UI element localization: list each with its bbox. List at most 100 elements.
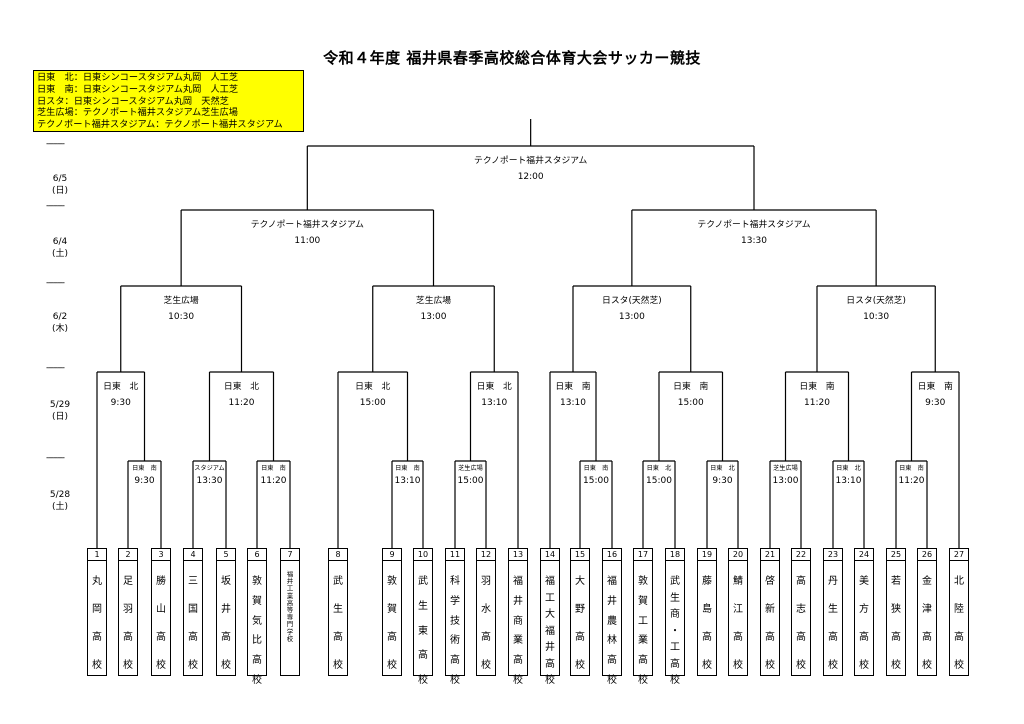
team-name: 福井工業高等専門学校 — [281, 561, 299, 683]
round-separator: -------- — [46, 201, 65, 211]
team-name-char: 高 — [828, 631, 838, 643]
team-name-char: 高 — [156, 631, 166, 643]
team-name-char: 高 — [221, 631, 231, 643]
team-name-char: 島 — [702, 603, 712, 615]
team-name-char: 山 — [156, 603, 166, 615]
match-venue: 日スタ(天然芝) — [846, 296, 906, 306]
day-text: (日) — [51, 412, 69, 422]
team-name-char: 丸 — [92, 575, 102, 587]
match-venue: 日東 南 — [395, 465, 420, 472]
team-name: 若狭高校 — [887, 561, 905, 677]
team-name-char: 羽 — [481, 575, 491, 587]
round-separator: -------- — [46, 363, 65, 373]
team-name-char: 福 — [286, 570, 294, 578]
qf-match-label: 芝生広場 13:00 — [359, 293, 509, 325]
team-name-char: 校 — [607, 674, 617, 686]
match-time: 9:30 — [925, 398, 946, 408]
team-name-char: 高 — [670, 658, 680, 670]
team-name-char: 井 — [221, 603, 231, 615]
team-name-char: 金 — [922, 575, 932, 587]
team-name-char: 高 — [796, 575, 806, 587]
match-time: 11:20 — [228, 398, 255, 408]
team-name-char: 水 — [481, 603, 491, 615]
team-number: 25 — [887, 549, 905, 561]
match-venue: 日東 南 — [555, 382, 591, 392]
match-venue: 日東 北 — [103, 382, 139, 392]
team-name-char: 賀 — [638, 595, 648, 607]
team-name: 啓新高校 — [761, 561, 779, 677]
team-name-char: 校 — [891, 659, 901, 671]
team-name-char: 高 — [333, 631, 343, 643]
match-time: 10:30 — [168, 312, 195, 322]
team-name-char: 高 — [545, 658, 555, 670]
team-number: 22 — [792, 549, 810, 561]
match-venue: 芝生広場 — [415, 296, 452, 306]
match-time: 15:00 — [583, 476, 609, 486]
team-name-char: 生 — [333, 603, 343, 615]
team-name-char: 賀 — [252, 595, 262, 607]
team-name-char: 校 — [156, 659, 166, 671]
team-name-char: 福 — [545, 625, 555, 637]
team-number: 1 — [88, 549, 106, 561]
team-number: 26 — [918, 549, 936, 561]
team-number: 27 — [950, 549, 968, 561]
team-name-char: 生 — [670, 592, 680, 604]
team-name-char: 校 — [796, 659, 806, 671]
team-number: 16 — [603, 549, 621, 561]
team-name-char: 岡 — [92, 603, 102, 615]
team-name-char: 野 — [575, 603, 585, 615]
team-name: 鯖江高校 — [729, 561, 747, 677]
match-time: 13:00 — [618, 312, 645, 322]
team-name-char: 高 — [387, 631, 397, 643]
team-name-char: 高 — [954, 631, 964, 643]
match-time: 9:30 — [134, 476, 155, 486]
team-name-char: 業 — [286, 591, 294, 600]
match-time: 13:10 — [394, 476, 421, 486]
team-name-char: 坂 — [221, 575, 231, 587]
round-separator: -------- — [46, 453, 65, 463]
team-name-char: 生 — [828, 603, 838, 615]
match-time: 13:00 — [420, 312, 447, 322]
team-name: 敦賀高校 — [383, 561, 401, 677]
team-number: 12 — [477, 549, 495, 561]
team-name-char: 大 — [575, 575, 585, 587]
round-separator: -------- — [46, 139, 65, 149]
team-number: 21 — [761, 549, 779, 561]
team-name-char: 校 — [828, 659, 838, 671]
team-number: 4 — [184, 549, 202, 561]
team-name-char: 比 — [252, 635, 262, 647]
qf-match-label: 日スタ(天然芝)13:00 — [557, 293, 707, 325]
match-time: 13:10 — [835, 476, 862, 486]
day-text: (土) — [51, 502, 69, 512]
team-name-char: 校 — [387, 659, 397, 671]
team-name-char: 高 — [252, 655, 262, 667]
match-time: 13:00 — [772, 476, 799, 486]
match-time: 9:30 — [712, 476, 733, 486]
match-venue: 日東 南 — [899, 465, 924, 472]
team-name-char: 校 — [922, 659, 932, 671]
team-name: 福井商業高校 — [509, 561, 527, 687]
team-name-char: 学 — [450, 595, 460, 607]
team-number: 7 — [281, 549, 299, 561]
match-time: 15:00 — [359, 398, 386, 408]
team-name-char: 福 — [545, 576, 555, 587]
match-time: 15:00 — [677, 398, 704, 408]
day-text: (日) — [51, 186, 69, 196]
team-name-char: 若 — [891, 575, 901, 587]
team-name-char: 業 — [513, 635, 523, 647]
